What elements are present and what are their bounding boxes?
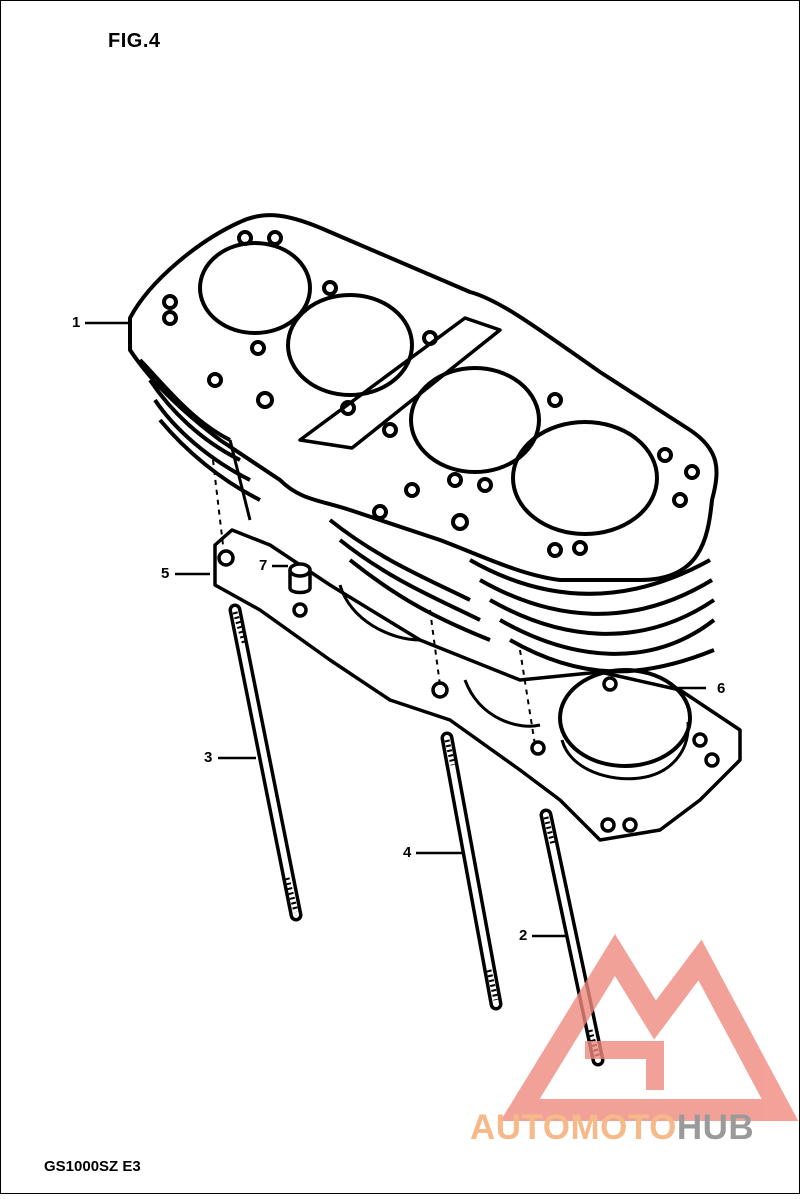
stud-bolt-2 bbox=[539, 808, 605, 1067]
watermark-text-part1: AUTOMOTO bbox=[470, 1108, 677, 1147]
callout-7: 7 bbox=[259, 557, 268, 574]
model-code: GS1000SZ E3 bbox=[44, 1158, 141, 1175]
callout-5: 5 bbox=[161, 565, 170, 582]
base-gasket bbox=[213, 528, 742, 842]
callout-3: 3 bbox=[204, 749, 213, 766]
cylinder-block bbox=[128, 213, 719, 674]
watermark-logo bbox=[500, 933, 799, 1121]
callout-4: 4 bbox=[403, 844, 412, 861]
o-ring bbox=[558, 668, 692, 781]
callout-1: 1 bbox=[72, 314, 81, 331]
figure-title: FIG.4 bbox=[108, 30, 161, 52]
watermark-text: AUTOMOTOHUB bbox=[470, 1108, 754, 1148]
stud-bolt-4 bbox=[440, 731, 503, 1011]
alignment-lines bbox=[212, 459, 536, 746]
callout-6: 6 bbox=[717, 680, 726, 697]
leader-lines bbox=[85, 321, 706, 938]
watermark-text-part2: HUB bbox=[676, 1108, 755, 1147]
callout-2: 2 bbox=[519, 927, 528, 944]
stud-bolt-3 bbox=[228, 603, 303, 922]
dowel-pin bbox=[288, 562, 312, 595]
